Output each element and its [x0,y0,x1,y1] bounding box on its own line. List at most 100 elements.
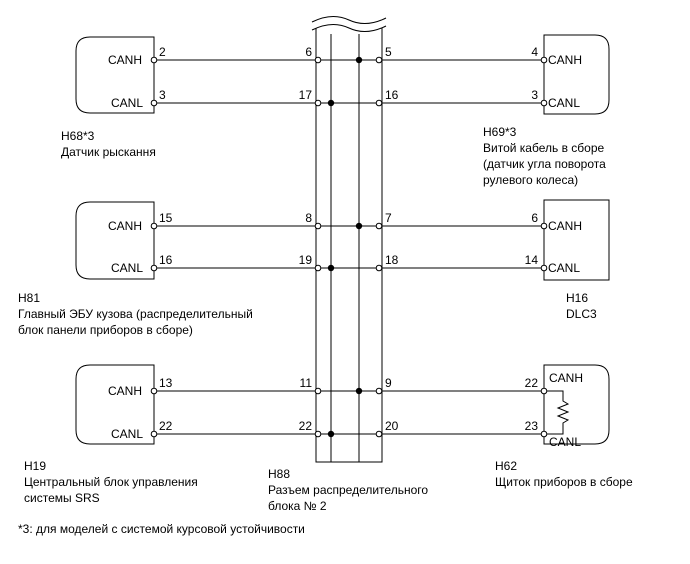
h62-caption: H62 Щиток приборов в сборе [495,458,633,490]
h88-left-pin: 6 [305,45,312,59]
h16-pin-canh: 6 [531,211,538,225]
h69-canl-label: CANL [548,96,580,110]
pin-circle [540,264,548,272]
h19-code: H19 [24,459,47,473]
h69-caption: H69*3 Витой кабель в сборе (датчик угла … [483,124,606,188]
h68-canl-label: CANL [111,96,143,110]
h16-caption: H16 DLC3 [566,290,597,322]
h81-canh-label: CANH [108,219,142,233]
pin-circle [540,222,548,230]
h88-code: H88 [268,467,291,481]
h16-pin-canl: 14 [525,253,539,267]
h62-code: H62 [495,459,518,473]
h88-right-pin: 18 [385,253,399,267]
h16-canh-label: CANH [548,219,582,233]
h88-right-pin: 20 [385,419,399,433]
h19-name-line2: системы SRS [24,491,100,505]
h69-name-line3: рулевого колеса) [483,173,579,187]
h88-break-mark [311,16,387,32]
h16-code: H16 [566,291,589,305]
h19-pin-canl: 22 [159,419,173,433]
h68-pin-canh: 2 [159,45,166,59]
pin-circle [314,99,322,107]
pin-circle [540,99,548,107]
h88-right-pin: 9 [385,376,392,390]
pin-circle [375,222,383,230]
pin-circle [375,99,383,107]
h88-right-pin: 7 [385,211,392,225]
h19-box [75,364,155,445]
pin-circle [150,387,158,395]
splice-dot [327,430,335,438]
pin-circle [150,99,158,107]
h16-box [543,199,610,281]
h81-box [75,201,155,280]
pin-circle [540,430,548,438]
pin-circle [540,56,548,64]
h88-right-pin: 5 [385,45,392,59]
pin-circle [375,56,383,64]
pin-circle [314,222,322,230]
pin-circle [375,387,383,395]
footnote: *3: для моделей с системой курсовой усто… [18,522,305,536]
h62-pin-canl: 23 [525,419,539,433]
h81-caption: H81 Главный ЭБУ кузова (распределительны… [18,290,253,338]
h88-name-line2: блока № 2 [268,499,327,513]
h62-box [543,364,610,445]
h88-left-pin: 17 [299,88,313,102]
pin-circle [150,222,158,230]
h81-canl-label: CANL [111,261,143,275]
h19-name-line1: Центральный блок управления [24,475,198,489]
h19-pin-canh: 13 [159,376,173,390]
pin-circle [314,264,322,272]
h69-canh-label: CANH [548,53,582,67]
h62-terminator-resistor-icon [547,390,570,435]
h88-caption: H88 Разъем распределительного блока № 2 [268,466,428,514]
h16-canl-label: CANL [548,261,580,275]
h68-canh-label: CANH [108,53,142,67]
h68-caption: H68*3 Датчик рыскання [61,128,156,160]
h88-left-pin: 19 [299,253,313,267]
pin-circle [375,430,383,438]
h62-canl-label: CANL [549,435,581,449]
h88-left-pin: 8 [305,211,312,225]
pin-circle [314,387,322,395]
h68-name: Датчик рыскання [61,145,156,159]
pin-circle [314,56,322,64]
h62-name: Щиток приборов в сборе [495,475,633,489]
h69-pin-canl: 3 [531,88,538,102]
h69-pin-canh: 4 [531,45,538,59]
h16-name: DLC3 [566,307,597,321]
h68-code: H68*3 [61,129,95,143]
h19-canh-label: CANH [108,384,142,398]
h68-box [75,36,155,114]
pin-circle [375,264,383,272]
h69-name-line2: (датчик угла поворота [483,157,606,171]
splice-dot [355,56,363,64]
h69-code: H69*3 [483,125,517,139]
pin-circle [314,430,322,438]
pin-circle [540,387,548,395]
h19-caption: H19 Центральный блок управления системы … [24,458,198,506]
h81-pin-canl: 16 [159,253,173,267]
h81-pin-canh: 15 [159,211,173,225]
splice-dot [355,222,363,230]
h88-right-pin: 16 [385,88,399,102]
splice-dot [355,387,363,395]
h88-left-pin: 22 [299,419,313,433]
h19-canl-label: CANL [111,427,143,441]
splice-dot [327,99,335,107]
h81-name-line1: Главный ЭБУ кузова (распределительный [18,307,253,321]
pin-circle [150,430,158,438]
h81-name-line2: блок панели приборов в сборе) [18,323,193,337]
h88-connector-block [315,28,383,463]
h68-pin-canl: 3 [159,88,166,102]
h62-pin-canh: 22 [525,376,539,390]
pin-circle [150,264,158,272]
h81-code: H81 [18,291,41,305]
pin-circle [150,56,158,64]
h88-left-pin: 11 [300,376,313,390]
h88-name-line1: Разъем распределительного [268,483,429,497]
